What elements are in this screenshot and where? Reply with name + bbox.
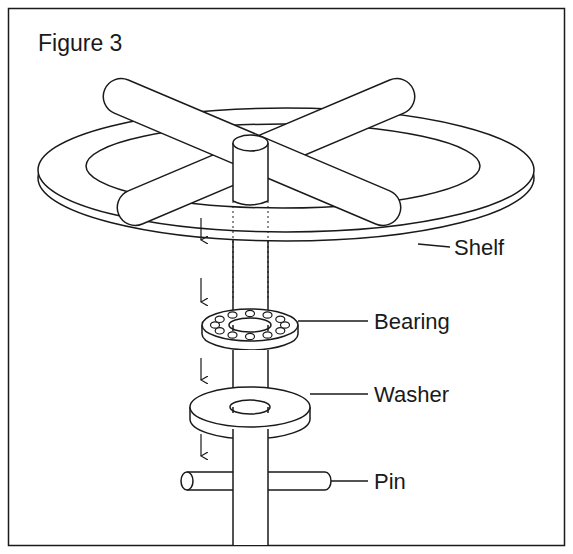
bearing — [202, 309, 298, 350]
bearing-ball — [263, 312, 272, 318]
part-label: Bearing — [373, 311, 451, 333]
bearing-ball — [228, 312, 237, 318]
part-label: Washer — [373, 384, 450, 406]
figure-title: Figure 3 — [38, 32, 122, 55]
shelf — [38, 73, 534, 300]
figure-frame — [9, 9, 565, 546]
part-label: Shelf — [453, 237, 505, 259]
bearing-ball — [246, 310, 255, 316]
bearing-ball — [228, 332, 237, 338]
part-label: Pin — [373, 471, 407, 493]
leader-line — [298, 244, 450, 481]
bearing-ball — [263, 332, 272, 338]
bearing-ball — [276, 328, 285, 334]
shaft — [233, 429, 268, 545]
bearing-ball — [276, 316, 285, 322]
direction-arrow — [200, 218, 201, 456]
bearing-ball — [246, 333, 255, 339]
bearing-ball — [215, 316, 224, 322]
